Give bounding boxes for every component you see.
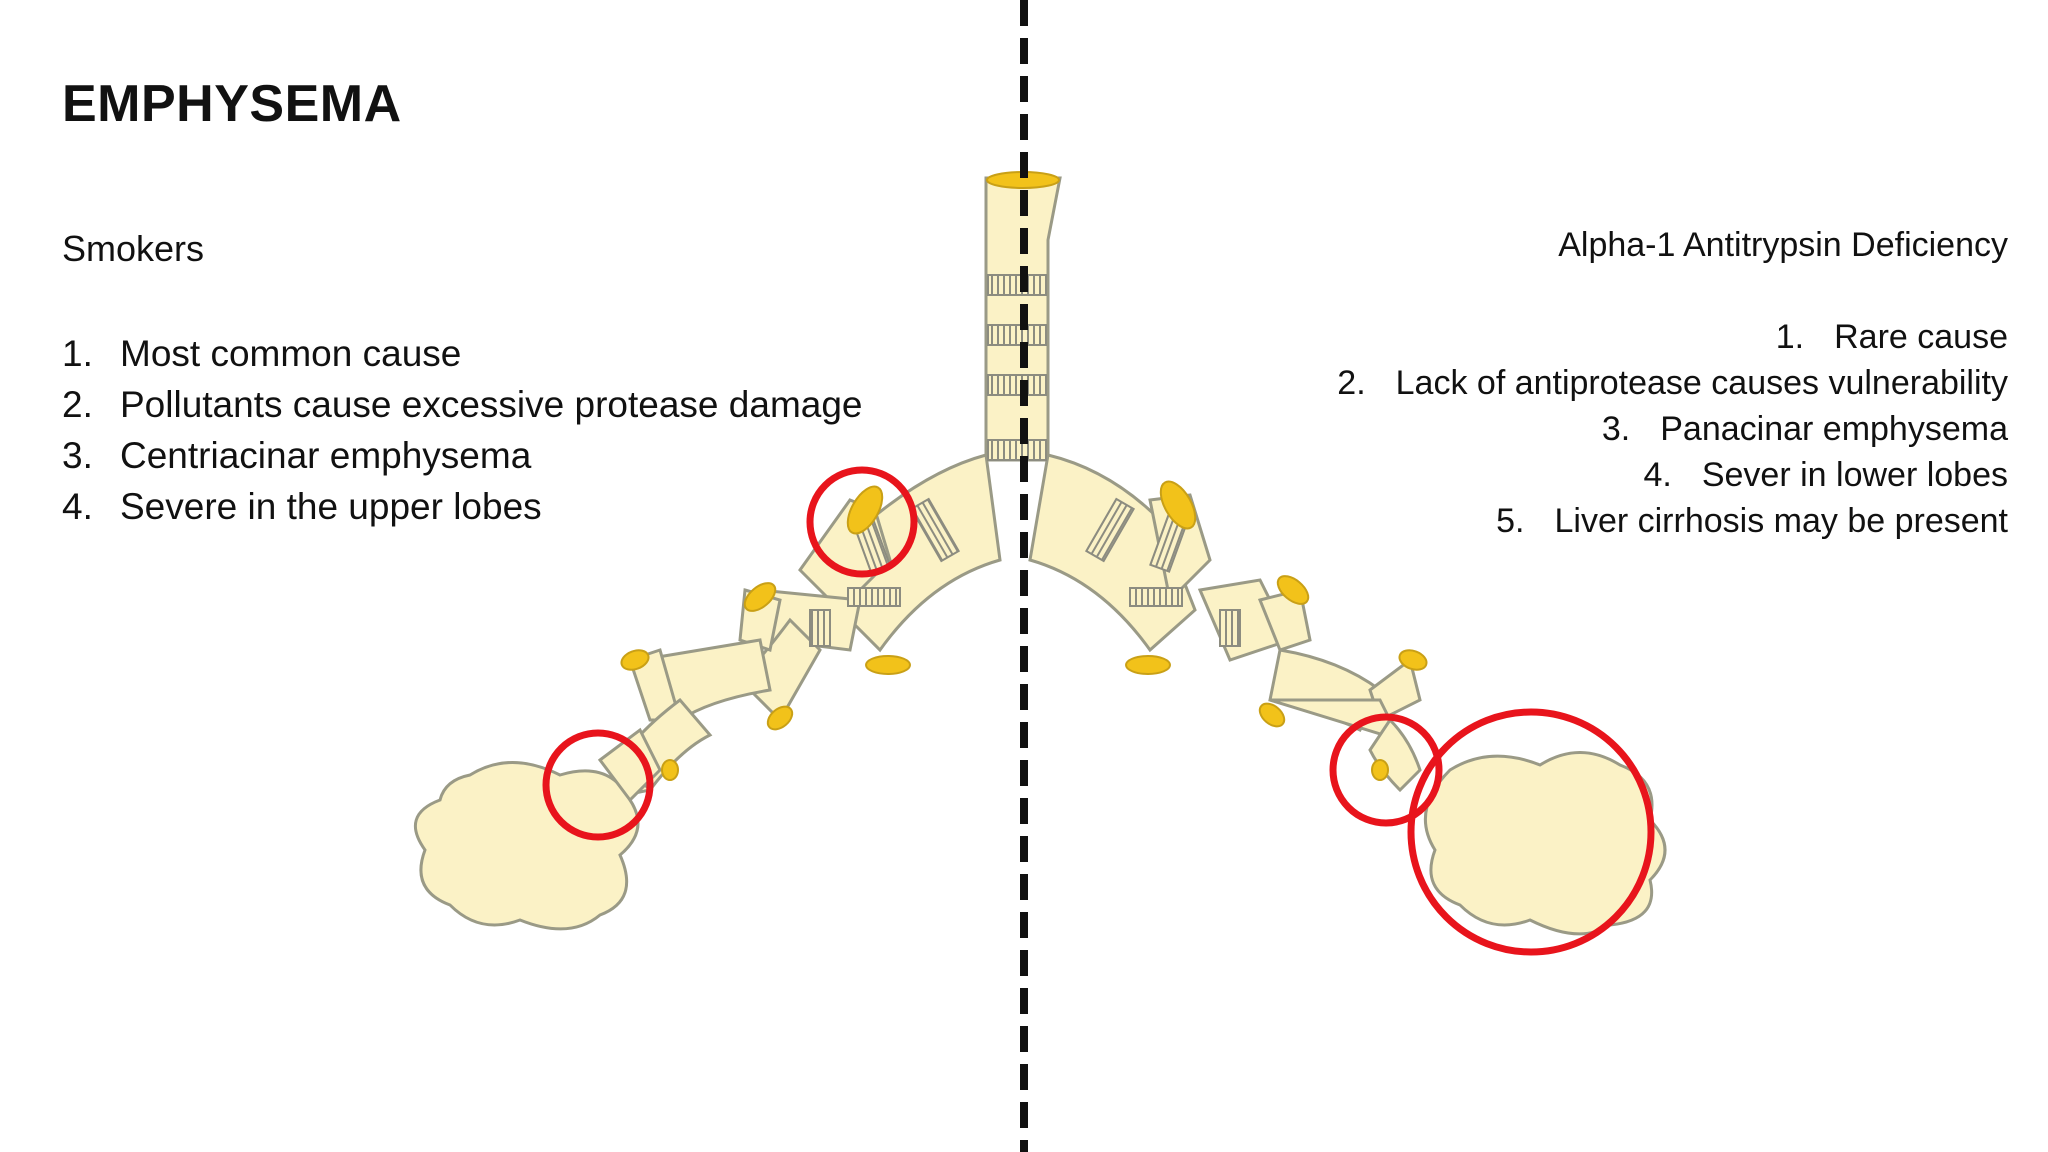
right-acinus <box>1423 751 1667 936</box>
highlight-circles <box>542 466 1655 956</box>
cartilage-rings <box>809 274 1241 647</box>
highlight-circle <box>1329 713 1443 827</box>
highlight-circle <box>806 466 918 578</box>
right-heading: Alpha-1 Antitrypsin Deficiency <box>1558 226 2008 264</box>
list-item: 4.Sever in lower lobes <box>1643 455 2008 494</box>
list-item: 5.Liver cirrhosis may be present <box>1496 501 2008 540</box>
slide-title: EMPHYSEMA <box>62 75 402 133</box>
list-item: 2.Pollutants cause excessive protease da… <box>62 383 863 425</box>
left-list: 1.Most common cause 2.Pollutants cause e… <box>62 328 863 532</box>
list-item: 3.Centriacinar emphysema <box>62 434 532 476</box>
list-item: 4.Severe in the upper lobes <box>62 485 542 527</box>
highlight-circle <box>542 729 654 841</box>
highlight-circle <box>1407 708 1655 956</box>
left-acinus <box>414 761 640 931</box>
right-list: 1.Rare cause 2.Lack of antiprotease caus… <box>1337 314 2008 544</box>
left-heading: Smokers <box>62 228 205 269</box>
list-item: 3.Panacinar emphysema <box>1601 409 2008 448</box>
list-item: 1.Rare cause <box>1775 317 2008 356</box>
list-item: 1.Most common cause <box>62 332 462 374</box>
list-item: 2.Lack of antiprotease causes vulnerabil… <box>1337 363 2008 402</box>
bronchial-orifices <box>620 171 1428 781</box>
